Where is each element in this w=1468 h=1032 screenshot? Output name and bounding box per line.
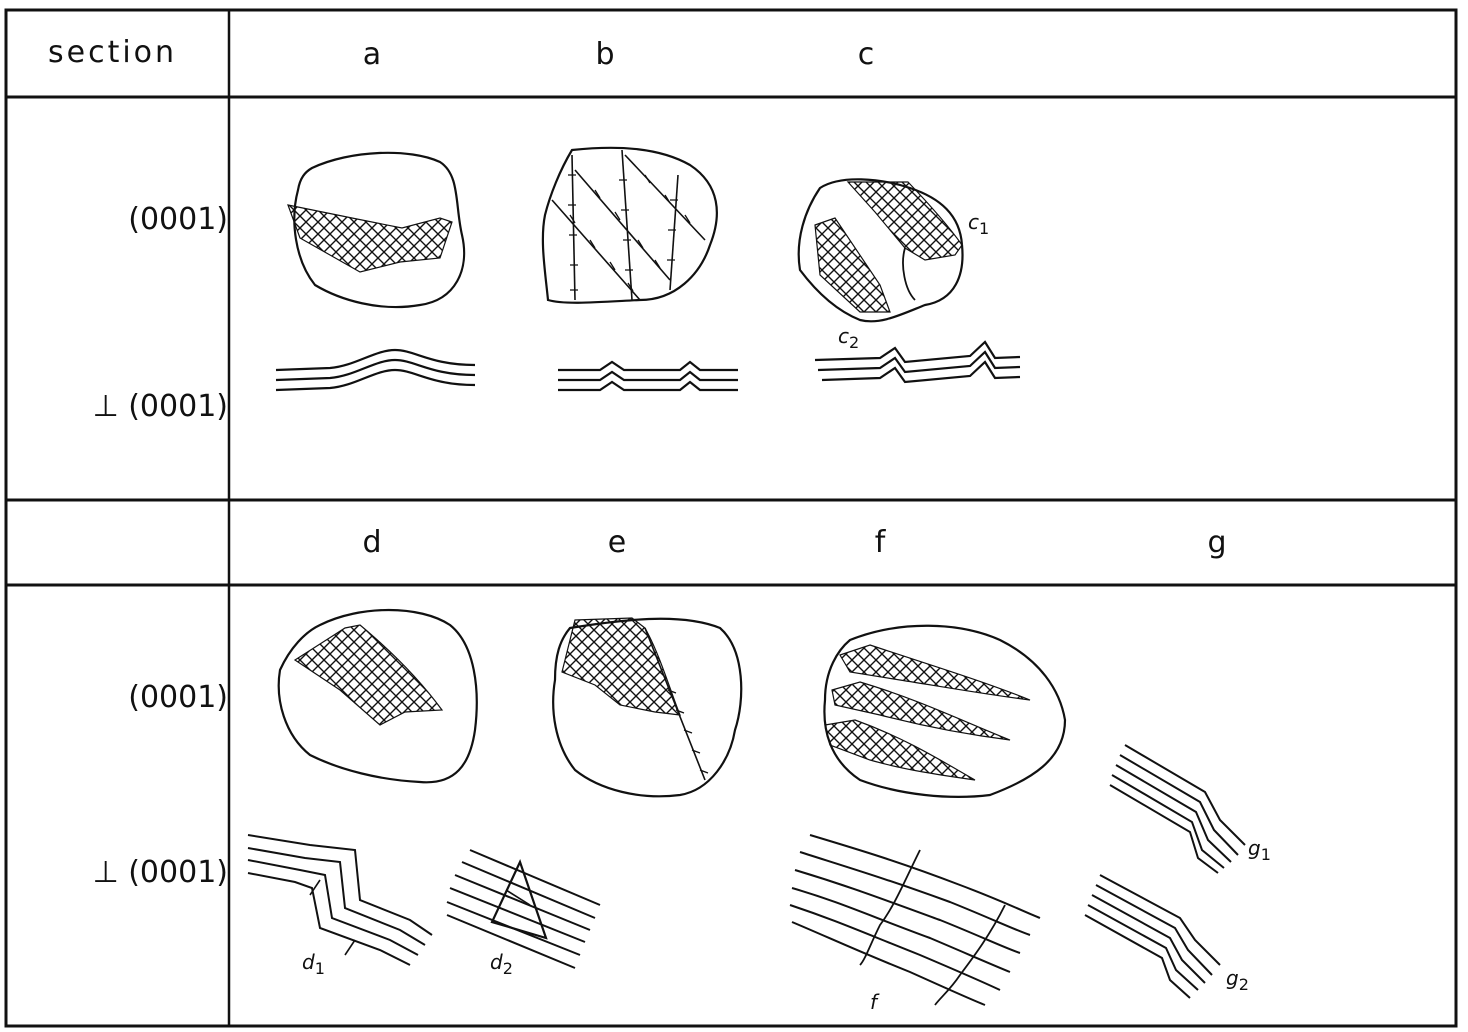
kink-band-profile-g2 xyxy=(1085,875,1220,998)
kink-band-profile-f xyxy=(790,835,1040,1005)
grain-c xyxy=(799,179,963,321)
grain-d xyxy=(279,610,477,782)
column-label-g: g xyxy=(1207,528,1226,558)
column-label-f: f xyxy=(875,528,886,558)
column-label-d: d xyxy=(362,528,381,558)
sublabel-c2: c2 xyxy=(838,326,859,351)
column-label-e: e xyxy=(608,528,626,558)
column-label-a: a xyxy=(363,40,381,70)
column-label-c: c xyxy=(858,40,875,70)
kink-band-profile-d2 xyxy=(447,850,600,968)
kink-band-profile-b xyxy=(558,362,738,390)
kink-band-profile-g1 xyxy=(1110,745,1245,873)
sublabel-g2: g2 xyxy=(1226,968,1249,993)
column-label-b: b xyxy=(595,40,614,70)
row-label-perpendicular-bottom: ⊥ (0001) xyxy=(93,858,228,888)
grain-f xyxy=(824,626,1065,797)
sublabel-c1: c1 xyxy=(968,212,989,237)
section-header: section xyxy=(48,38,177,68)
row-label-parallel-top: (0001) xyxy=(128,205,228,235)
sublabel-g1: g1 xyxy=(1248,838,1271,863)
kink-band-profile-a xyxy=(276,350,475,390)
kink-band-profile-d1 xyxy=(248,835,432,965)
sublabel-d2: d2 xyxy=(490,952,513,977)
sublabel-f: f xyxy=(870,992,877,1012)
row-label-parallel-bottom: (0001) xyxy=(128,683,228,713)
grain-a xyxy=(288,153,464,307)
row-label-perpendicular-top: ⊥ (0001) xyxy=(93,392,228,422)
grain-b xyxy=(543,148,717,303)
sublabel-d1: d1 xyxy=(302,952,325,977)
grain-e xyxy=(553,618,741,796)
